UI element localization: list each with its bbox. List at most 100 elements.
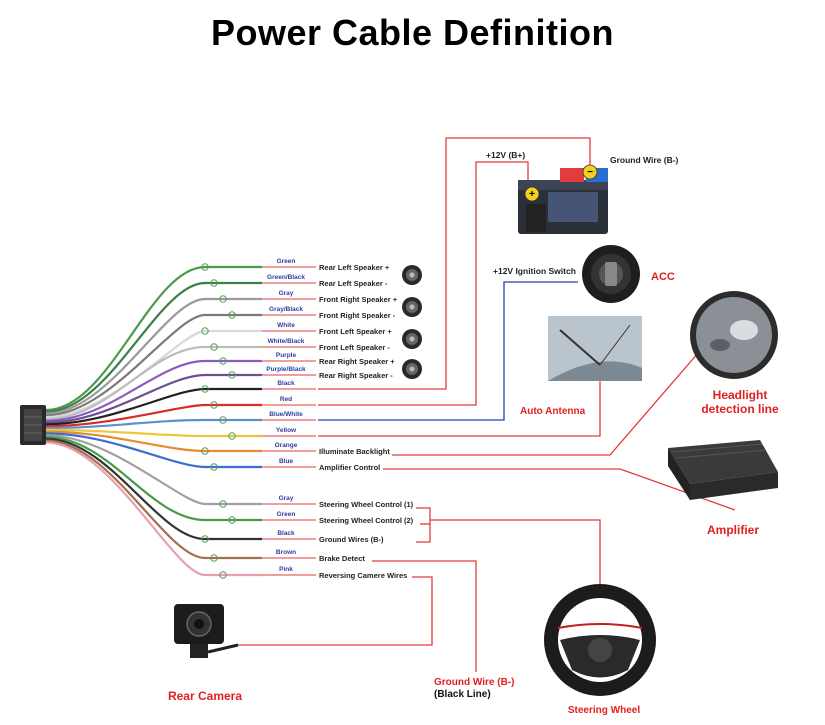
wire-terminal-6: [219, 357, 227, 365]
antenna-line: [318, 362, 601, 437]
wire-13: [45, 432, 262, 469]
wire-function-label: Illuminate Backlight: [319, 447, 390, 456]
headlight-line: [392, 344, 706, 456]
wire-12: [45, 430, 262, 453]
wire-function-label: Ground Wires (B-): [319, 535, 384, 544]
acc-label: ACC: [651, 271, 675, 283]
wire-color-name: Yellow: [276, 427, 297, 434]
wire-terminal-2: [219, 295, 227, 303]
wire-10: [45, 418, 262, 430]
steering-wheel-image: [544, 584, 656, 696]
speaker-icon: [402, 359, 422, 379]
wire-function-label: Front Right Speaker -: [319, 311, 396, 320]
ignition-line: [318, 281, 578, 421]
steering-control-line: [416, 507, 431, 543]
wire-terminal-3: [228, 311, 236, 319]
wire-function-label: Steering Wheel Control (1): [319, 500, 414, 509]
wire-color-name: Black: [277, 530, 295, 537]
wire-function-label: Steering Wheel Control (2): [319, 516, 414, 525]
svg-text:−: −: [587, 167, 593, 178]
harness-connector: [20, 405, 46, 445]
wire-color-name: Gray/Black: [269, 306, 303, 313]
wire-color-name: White: [277, 322, 295, 329]
wire-terminal-12: [201, 447, 209, 455]
auto-antenna-image: [548, 316, 642, 381]
wire-terminal-8: [201, 385, 209, 393]
wire-17: [45, 439, 262, 560]
wire-8: [45, 387, 262, 426]
svg-text:+: +: [529, 189, 535, 200]
wire-color-name: Blue/White: [269, 411, 303, 418]
connection-lines: [238, 137, 736, 672]
wire-function-label: Front Left Speaker -: [319, 343, 390, 352]
ground-wire-label: Ground Wire (B-): [610, 155, 679, 165]
battery-ground-line: [318, 137, 591, 390]
wire-color-name: Gray: [279, 290, 294, 297]
wire-terminal-16: [201, 535, 209, 543]
steering-wheel-label: Steering Wheel: [568, 705, 640, 716]
wire-terminal-15: [228, 516, 236, 524]
wire-function-label: Rear Left Speaker -: [319, 279, 388, 288]
speaker-icon: [402, 265, 422, 285]
wire-color-name: Red: [280, 396, 292, 403]
wire-6: [45, 359, 262, 422]
wire-color-name: White/Black: [268, 338, 305, 345]
wire-function-label: Rear Right Speaker +: [319, 357, 395, 366]
wire-1: [45, 281, 262, 413]
wire-color-name: Green/Black: [267, 274, 305, 281]
wire-function-label: Reversing Camere Wires: [319, 571, 407, 580]
wire-color-name: Purple: [276, 352, 297, 359]
wire-5: [45, 345, 262, 421]
wire-7: [45, 373, 262, 424]
wire-terminal-14: [219, 500, 227, 508]
wire-16: [45, 437, 262, 541]
wire-terminal-10: [219, 416, 227, 424]
battery-image: + −: [518, 164, 608, 234]
wire-function-label: Brake Detect: [319, 554, 365, 563]
auto-antenna-label: Auto Antenna: [520, 406, 586, 417]
speaker-icon: [402, 329, 422, 349]
wire-color-name: Gray: [279, 495, 294, 502]
wire-function-label: Rear Right Speaker -: [319, 371, 393, 380]
wire-function-label: Front Left Speaker +: [319, 327, 392, 336]
wire-terminal-5: [210, 343, 218, 351]
wire-terminal-0: [201, 263, 209, 271]
wire-terminal-13: [210, 463, 218, 471]
brake-line: [372, 560, 477, 672]
wire-color-name: Green: [277, 258, 296, 265]
ignition-label: +12V Ignition Switch: [493, 266, 576, 276]
wire-15: [45, 435, 262, 522]
wire-11: [45, 428, 262, 438]
diagram-title: Power Cable Definition: [210, 12, 615, 53]
steering-line: [430, 519, 601, 590]
wire-terminal-17: [210, 554, 218, 562]
headlight-label-2: detection line: [701, 402, 779, 416]
wire-color-name: Brown: [276, 549, 296, 556]
wire-18: [45, 441, 262, 577]
headlight-image: [690, 291, 778, 379]
rear-camera-image: [174, 604, 239, 658]
wire-0: [45, 265, 262, 412]
wire-terminal-4: [201, 327, 209, 335]
camera-line: [238, 576, 433, 646]
wire-color-name: Blue: [279, 458, 293, 465]
headlight-label-1: Headlight: [713, 388, 768, 402]
wire-terminal-1: [210, 279, 218, 287]
ignition-switch-image: [582, 245, 640, 303]
speaker-icons: [402, 265, 422, 379]
rear-camera-label: Rear Camera: [168, 689, 242, 703]
wire-14: [45, 434, 262, 506]
ground-bottom-label-2: (Black Line): [434, 689, 491, 700]
wire-color-name: Black: [277, 380, 295, 387]
wire-terminal-9: [210, 401, 218, 409]
battery-positive-line: [318, 161, 529, 406]
wire-terminal-7: [228, 371, 236, 379]
wire-color-name: Pink: [279, 566, 293, 573]
wire-function-label: Front Right Speaker +: [319, 295, 398, 304]
wire-terminal-11: [228, 432, 236, 440]
wire-9: [45, 403, 262, 428]
wire-function-label: Amplifier Control: [319, 463, 380, 472]
wire-terminal-18: [219, 571, 227, 579]
wire-color-name: Purple/Black: [266, 366, 306, 373]
